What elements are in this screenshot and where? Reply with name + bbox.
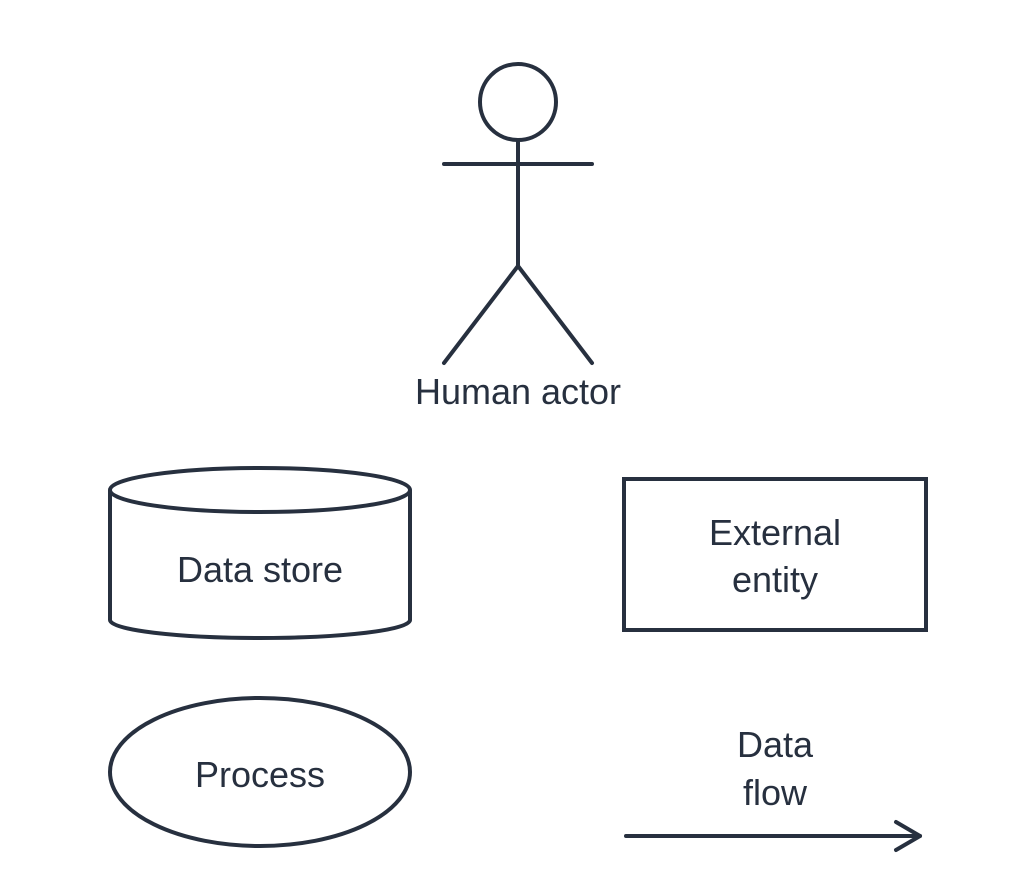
data-store-top [108,466,412,514]
data-store[interactable]: Data store [108,466,412,640]
actor-left-leg [442,264,520,365]
data-flow[interactable]: Data flow [624,724,922,852]
external-entity-label-line-1: External [709,512,841,553]
data-flow-label-line-1: Data [737,724,814,765]
data-store-body [108,490,412,640]
process-label: Process [195,754,325,795]
data-store-label: Data store [177,549,343,590]
actor-head [478,62,558,142]
external-entity-box [622,477,928,632]
actor-label: Human actor [415,371,621,412]
human-actor[interactable]: Human actor [415,62,621,412]
process[interactable]: Process [108,696,412,848]
data-flow-label-line-2: flow [743,772,808,813]
external-entity-label-line-2: entity [732,559,818,600]
arrow-right-icon [624,820,922,852]
process-ellipse [108,696,412,848]
data-flow-arrowhead [894,820,922,852]
actor-right-leg [516,264,594,365]
external-entity[interactable]: External entity [622,477,928,632]
